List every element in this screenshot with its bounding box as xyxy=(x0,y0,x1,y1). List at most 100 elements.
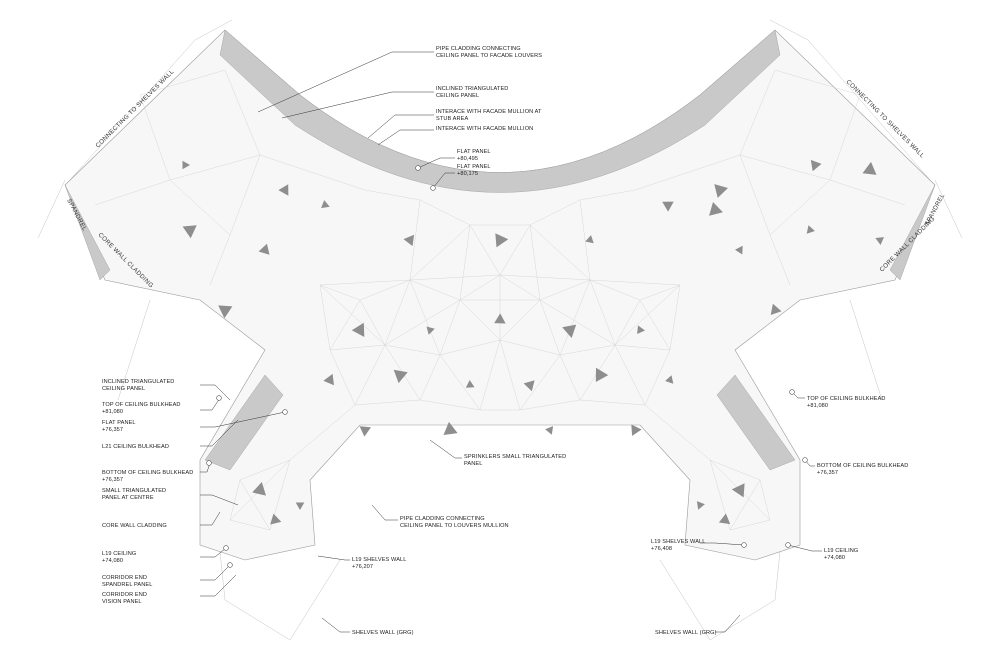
right-spandrel-band xyxy=(889,184,936,281)
mesh-edge xyxy=(589,279,616,346)
mesh-edge xyxy=(229,154,261,236)
mesh-edge xyxy=(774,69,861,96)
panel-opening xyxy=(735,245,743,255)
panel-opening xyxy=(770,303,782,315)
mesh-edge xyxy=(409,199,421,281)
mesh-edge xyxy=(239,459,291,481)
mesh-edge xyxy=(639,284,681,301)
panel-opening xyxy=(545,426,554,435)
panel-opening xyxy=(321,200,330,209)
mesh-edge xyxy=(319,284,331,351)
callout-markers xyxy=(206,165,808,568)
mesh-edge xyxy=(739,69,776,156)
label-top-bulk-right: TOP OF CEILING BULKHEAD+81,080 xyxy=(807,396,886,409)
mesh-edge xyxy=(829,94,861,181)
mesh-edge xyxy=(559,279,591,356)
label-mullion: INTERACE WITH FACADE MULLION xyxy=(436,126,533,132)
label-flat1: FLAT PANEL+80,495 xyxy=(457,149,491,162)
leader-lines xyxy=(200,51,822,633)
mesh-edge xyxy=(439,354,481,411)
mesh-edge xyxy=(529,224,541,301)
mesh-edge xyxy=(439,299,461,356)
mesh-edge xyxy=(409,274,501,281)
mesh-edge xyxy=(469,224,501,276)
panel-opening xyxy=(182,225,197,239)
mesh-edge xyxy=(679,154,741,176)
triangulated-mesh xyxy=(94,69,906,531)
mesh-edge xyxy=(229,519,271,531)
mesh-edge xyxy=(499,339,521,411)
panel-openings xyxy=(182,159,884,525)
panel-opening xyxy=(443,421,458,435)
mesh-edge xyxy=(329,299,361,351)
mesh-edge xyxy=(169,179,231,236)
mesh-edge xyxy=(614,344,646,406)
mesh-edge xyxy=(409,224,471,281)
mesh-edge xyxy=(409,279,441,356)
mesh-edge xyxy=(169,154,261,181)
panel-opening xyxy=(562,324,577,338)
label-flat-left: FLAT PANEL+76,357 xyxy=(102,420,136,433)
panel-opening xyxy=(403,234,415,247)
mesh-edge xyxy=(459,224,471,301)
mesh-edge xyxy=(229,479,241,521)
mesh-edge xyxy=(94,179,171,206)
mesh-edge xyxy=(644,404,711,461)
panel-opening xyxy=(665,375,674,384)
mesh-edge xyxy=(139,69,226,96)
mesh-edge xyxy=(499,299,541,341)
mesh-edge xyxy=(209,234,231,286)
panel-opening xyxy=(631,424,642,436)
panel-opening xyxy=(709,202,723,216)
panel-opening xyxy=(295,502,305,510)
mesh-edge xyxy=(759,479,771,521)
left-spandrel-band xyxy=(64,184,111,281)
label-top-bulk-left: TOP OF CEILING BULKHEAD+81,080 xyxy=(102,402,181,415)
mesh-edge xyxy=(589,279,681,286)
mesh-edge xyxy=(559,354,581,401)
mesh-edge xyxy=(239,479,271,531)
panel-opening xyxy=(258,243,270,255)
mesh-edge xyxy=(479,339,501,411)
mesh-edge xyxy=(639,299,671,351)
mesh-edge xyxy=(354,344,386,406)
mesh-edge xyxy=(319,279,411,286)
label-core-left: CORE WALL CLADDING xyxy=(102,523,167,529)
right-bulkhead-band xyxy=(716,374,796,471)
mesh-edge xyxy=(739,154,831,181)
mesh-edge xyxy=(644,349,671,406)
mesh-edge xyxy=(419,354,441,401)
mesh-edge xyxy=(614,344,671,351)
panel-opening xyxy=(270,513,282,525)
mesh-edge xyxy=(439,339,501,356)
panel-opening xyxy=(810,159,822,172)
mesh-edge xyxy=(579,189,636,201)
label-l21: L21 CEILING BULKHEAD xyxy=(102,444,169,450)
mesh-edge xyxy=(359,299,386,346)
mesh-edge xyxy=(539,279,591,301)
mesh-edge xyxy=(729,479,761,531)
label-bottom-bulk-left: BOTTOM OF CEILING BULKHEAD+76,357 xyxy=(102,470,193,483)
panel-opening xyxy=(465,380,475,388)
mesh-edge xyxy=(499,224,531,276)
panel-opening xyxy=(731,483,745,498)
panel-opening xyxy=(359,426,371,437)
mesh-edge xyxy=(319,284,386,346)
mesh-edge xyxy=(409,279,461,301)
panel-opening xyxy=(278,184,289,196)
panel-opening xyxy=(696,501,705,510)
upper-bulkhead-band xyxy=(219,29,781,193)
mesh-edge xyxy=(354,399,421,406)
panel-opening xyxy=(585,235,594,244)
mesh-edge xyxy=(459,299,501,341)
panel-opening xyxy=(393,369,408,384)
mesh-edge xyxy=(579,399,646,406)
panel-opening xyxy=(182,160,190,170)
panel-opening xyxy=(523,380,535,392)
